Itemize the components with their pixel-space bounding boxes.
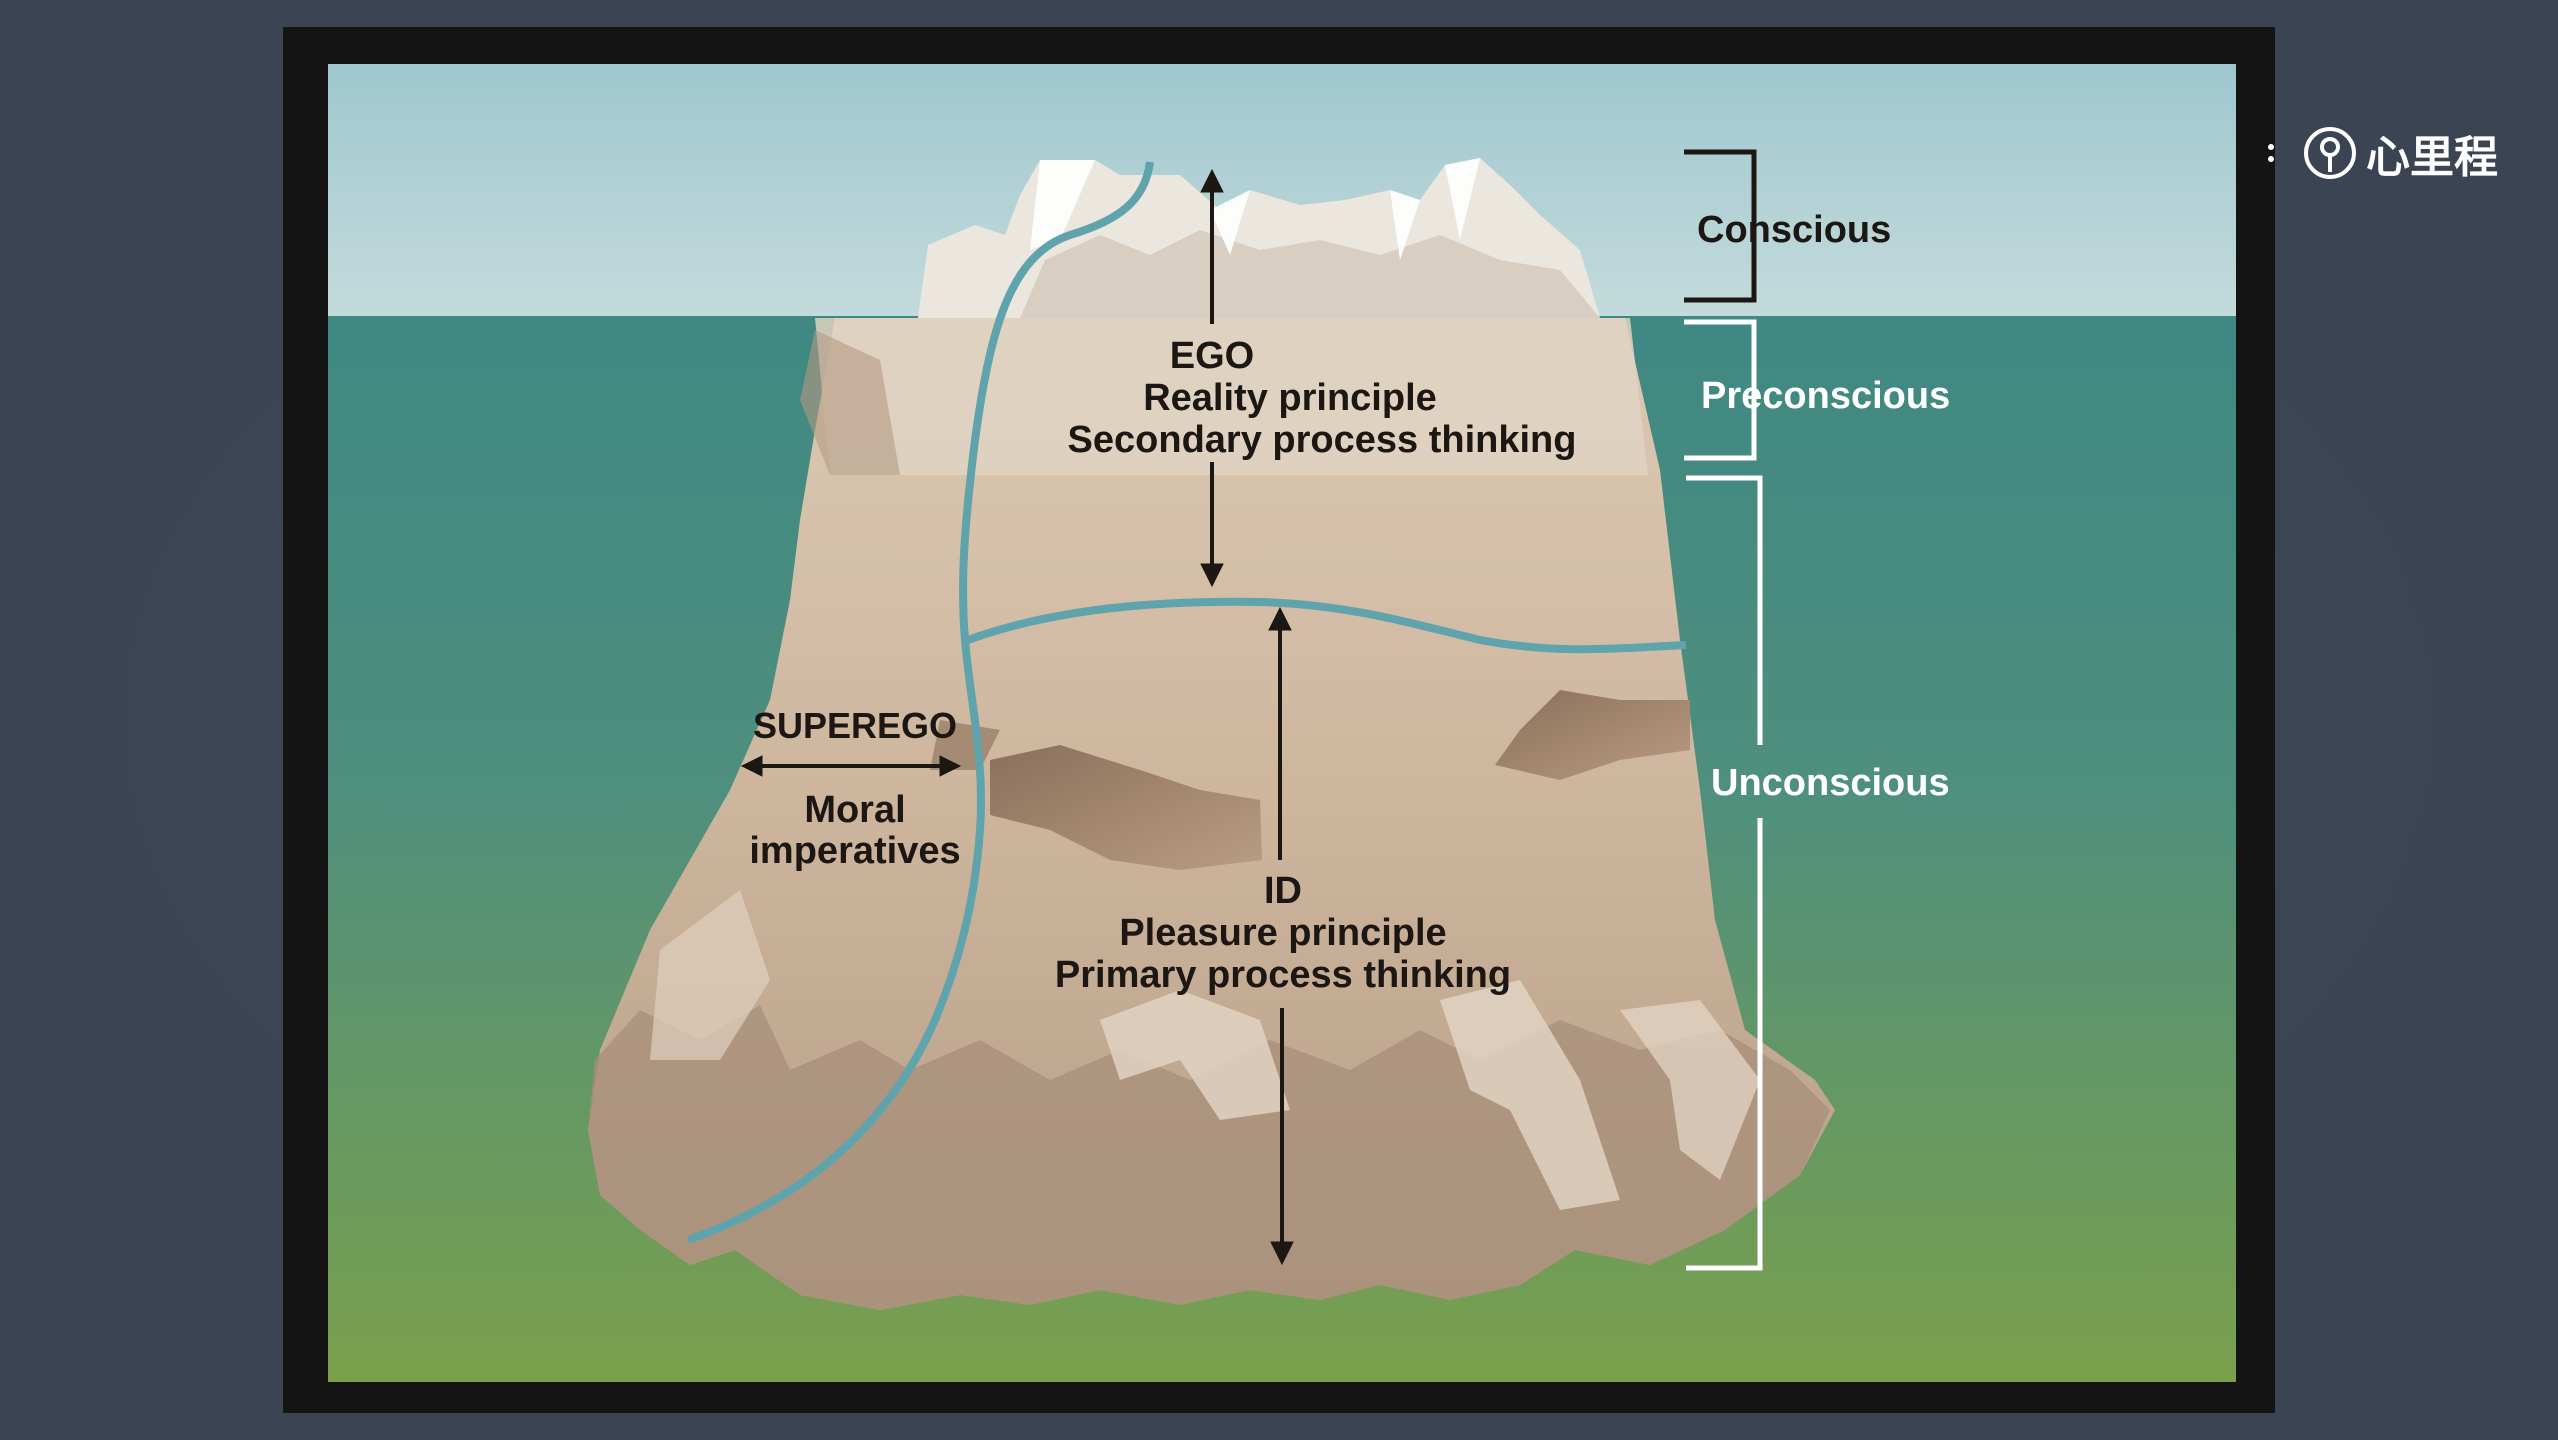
superego-imperatives: imperatives xyxy=(749,830,960,872)
preconscious-label: Preconscious xyxy=(1701,375,1950,417)
iceberg-peaks-highlight xyxy=(1030,158,1480,260)
ego-superego-boundary xyxy=(686,161,1154,1244)
ice-facet-2 xyxy=(1440,980,1620,1210)
ego-reality-principle: Reality principle xyxy=(1143,377,1437,419)
ego-id-boundary xyxy=(966,597,1687,654)
superego-title: SUPEREGO xyxy=(753,705,957,746)
ego-arrow xyxy=(1200,168,1224,588)
preconscious-shade xyxy=(800,330,900,475)
ego-title: EGO xyxy=(1170,335,1254,377)
ice-facet-4 xyxy=(650,890,770,1060)
id-pleasure-principle: Pleasure principle xyxy=(1119,912,1446,954)
watermark-colon-icon xyxy=(2268,144,2274,150)
preconscious-band xyxy=(815,318,1648,475)
conscious-bracket xyxy=(1684,149,1757,303)
unconscious-bracket xyxy=(1686,475,1763,1271)
ice-cavity-1 xyxy=(990,745,1262,870)
superego-arrow xyxy=(740,755,962,777)
ice-cavity-2 xyxy=(1495,690,1690,780)
preconscious-bracket xyxy=(1684,319,1757,461)
id-primary-process: Primary process thinking xyxy=(1055,954,1511,996)
iceberg-tip-shadow xyxy=(1020,230,1600,318)
ice-facet-3 xyxy=(1620,1000,1760,1180)
watermark-text: 心里程 xyxy=(2366,132,2498,183)
id-arrow xyxy=(1268,606,1294,1266)
unconscious-label: Unconscious xyxy=(1711,762,1950,804)
superego-moral: Moral xyxy=(804,789,905,831)
watermark: 心里程 xyxy=(2268,118,2498,188)
conscious-label: Conscious xyxy=(1697,209,1891,251)
head-keyhole-icon xyxy=(2304,127,2356,179)
id-title: ID xyxy=(1264,870,1302,912)
ego-secondary-process: Secondary process thinking xyxy=(1068,419,1577,461)
ice-facet-1 xyxy=(1100,990,1290,1120)
